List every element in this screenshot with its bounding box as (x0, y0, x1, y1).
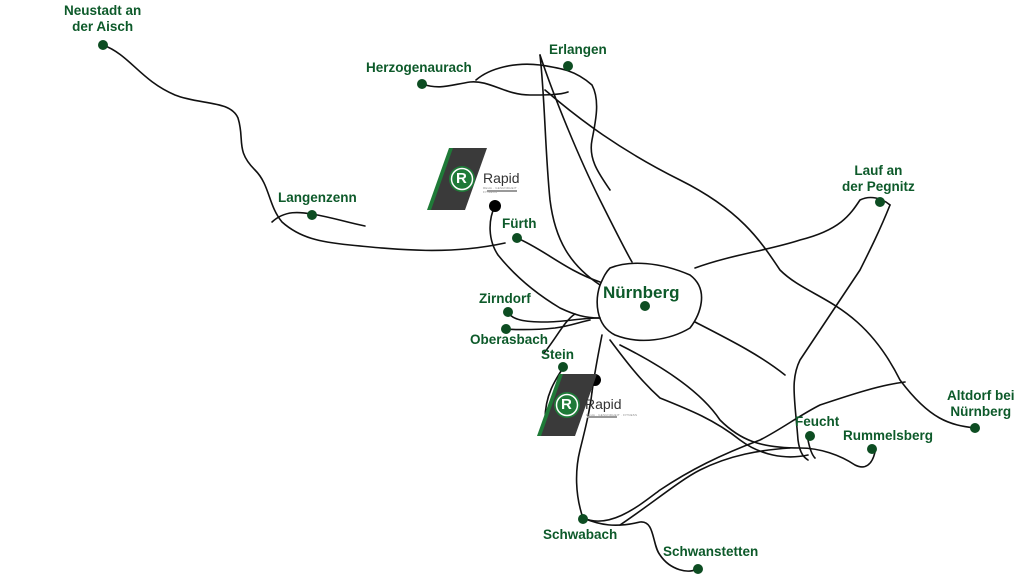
road-erlangen-fuerth (539, 54, 601, 286)
marker-schwanstetten[interactable] (693, 564, 703, 574)
logo-letter: R (456, 170, 467, 187)
label-schwanstetten[interactable]: Schwanstetten (663, 544, 759, 559)
label-rummelsberg[interactable]: Rummelsberg (843, 428, 934, 443)
logo-name: Rapid (483, 170, 520, 186)
road-schwabach-feucht (619, 447, 791, 526)
logo-letter: R (561, 396, 572, 413)
road-neustadt-fuerth (102, 44, 506, 252)
label-fuerth[interactable]: Fürth (502, 216, 537, 231)
road-herzogenaurach-loop (475, 63, 611, 191)
label-erlangen[interactable]: Erlangen (549, 42, 607, 57)
label-nuernberg[interactable]: Nürnberg (603, 283, 680, 302)
label-stein[interactable]: Stein (541, 347, 575, 362)
logo-mark-fuerth (427, 148, 487, 210)
road-nuernberg-feucht (619, 344, 876, 468)
road-feucht-rummelsberg (807, 439, 816, 459)
label-altdorf[interactable]: Altdorf bei Nürnberg (947, 388, 1015, 419)
marker-feucht[interactable] (805, 431, 815, 441)
road-zirndorf (507, 311, 601, 323)
logo-name: Rapid (585, 396, 622, 412)
road-nuernberg-stein (591, 334, 603, 393)
label-herzogenaurach[interactable]: Herzogenaurach (366, 60, 472, 75)
road-langenzenn (271, 211, 366, 227)
label-feucht[interactable]: Feucht (795, 414, 840, 429)
marker-erlangen[interactable] (563, 61, 573, 71)
logo-mark-stein (537, 374, 597, 436)
city-markers (98, 40, 980, 574)
marker-nuernberg[interactable] (640, 301, 650, 311)
marker-schwabach[interactable] (578, 514, 588, 524)
marker-stein[interactable] (558, 362, 568, 372)
marker-lauf[interactable] (875, 197, 885, 207)
road-erlangen-nuernberg (539, 54, 633, 263)
marker-oberasbach[interactable] (501, 324, 511, 334)
road-oberasbach (504, 319, 591, 331)
marker-altdorf[interactable] (970, 423, 980, 433)
label-lauf[interactable]: Lauf an der Pegnitz (842, 163, 915, 194)
rapid-logo-fuerth: R Rapid REHA · GESUNDHEIT · FITNESS (429, 148, 533, 218)
logo-bar (587, 416, 617, 418)
label-oberasbach[interactable]: Oberasbach (470, 332, 549, 347)
road-stein-link (543, 313, 576, 354)
marker-neustadt[interactable] (98, 40, 108, 50)
rapid-logo-stein: R Rapid REHA · GESUNDHEIT · FITNESS (539, 374, 643, 444)
road-nuernberg-altdorf (694, 321, 786, 376)
office-marker-fuerth[interactable] (489, 200, 501, 212)
road-lauf-south (793, 204, 891, 461)
road-fuerth-nuernberg (489, 205, 601, 319)
logo-tagline: REHA · GESUNDHEIT · FITNESS (586, 413, 638, 417)
road-network (102, 44, 976, 572)
logo-bar (487, 190, 517, 192)
label-zirndorf[interactable]: Zirndorf (479, 291, 531, 306)
road-stein-schwabach (575, 391, 593, 519)
road-schwabach-schwanstetten (582, 517, 699, 572)
road-fuerth-city (516, 237, 601, 283)
label-neustadt[interactable]: Neustadt an der Aisch (64, 3, 142, 34)
road-nuernberg-lauf (694, 196, 891, 269)
road-herzogenaurach-erlangen (421, 81, 569, 96)
marker-langenzenn[interactable] (307, 210, 317, 220)
road-schwabach-east (582, 381, 906, 522)
road-nuernberg-south (609, 339, 809, 458)
logo-tagline: REHA · GESUNDHEIT · FITNESS (483, 186, 520, 194)
marker-fuerth[interactable] (512, 233, 522, 243)
label-schwabach[interactable]: Schwabach (543, 527, 618, 542)
marker-herzogenaurach[interactable] (417, 79, 427, 89)
marker-rummelsberg[interactable] (867, 444, 877, 454)
marker-zirndorf[interactable] (503, 307, 513, 317)
label-langenzenn[interactable]: Langenzenn (278, 190, 357, 205)
road-nuernberg-ring (596, 262, 703, 342)
road-erlangen-east (544, 89, 976, 429)
